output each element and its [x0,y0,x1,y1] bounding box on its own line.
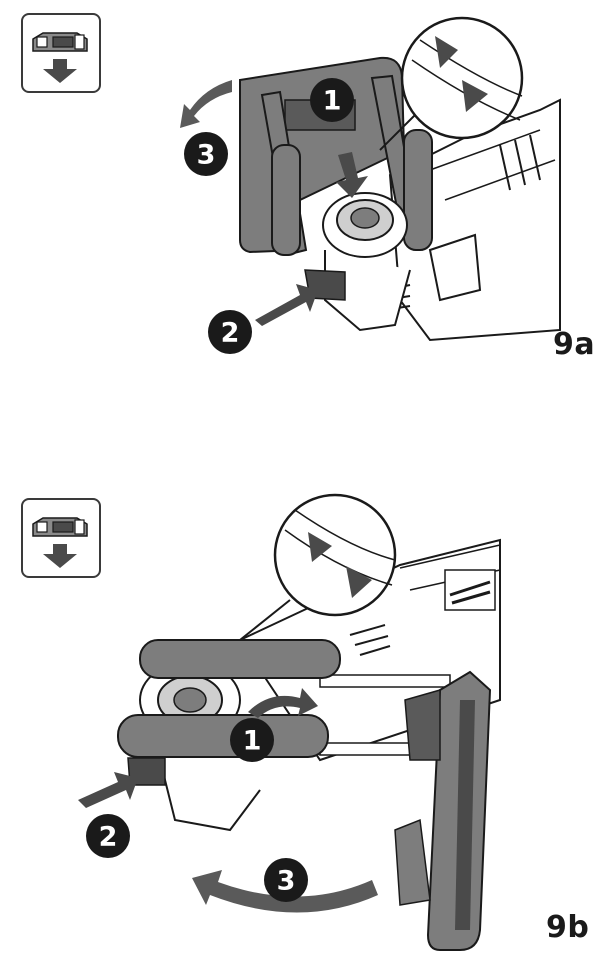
push-arrow [255,284,318,326]
step-number-1: 1 [323,86,342,117]
slide-off-icon-box [21,13,101,93]
down-arrow [336,152,368,198]
rotate-arrow [192,870,378,913]
alignment-triangle-upper [435,36,458,68]
step-marker-2 [86,814,130,858]
rotate-arrow [180,80,232,128]
slide-off-downward-icon [32,32,88,83]
step-number-3: 3 [277,866,296,897]
slide-off-downward-icon [32,517,88,568]
figure-label-9b: 9b [546,910,590,945]
guide-rod-upper [319,674,451,688]
step-number-3: 3 [197,140,216,171]
step-marker-1 [310,78,354,122]
step-number-2: 2 [99,822,118,853]
bar-lower [117,714,329,758]
alignment-triangle-lower [346,566,372,598]
step-marker-1 [230,718,274,762]
guide-rod-lower [319,742,421,756]
step-marker-3 [264,858,308,902]
step-number-2: 2 [221,318,240,349]
alignment-triangle-upper [308,532,332,562]
step-number-1: 1 [243,726,262,757]
bar-upper [139,639,341,679]
push-arrow [78,772,138,808]
alignment-triangle-lower [462,80,488,112]
slide-arrow [248,688,318,718]
step-marker-2 [208,310,252,354]
figure-label-9a: 9a [553,327,596,362]
slide-off-icon-box [21,498,101,578]
step-marker-3 [184,132,228,176]
